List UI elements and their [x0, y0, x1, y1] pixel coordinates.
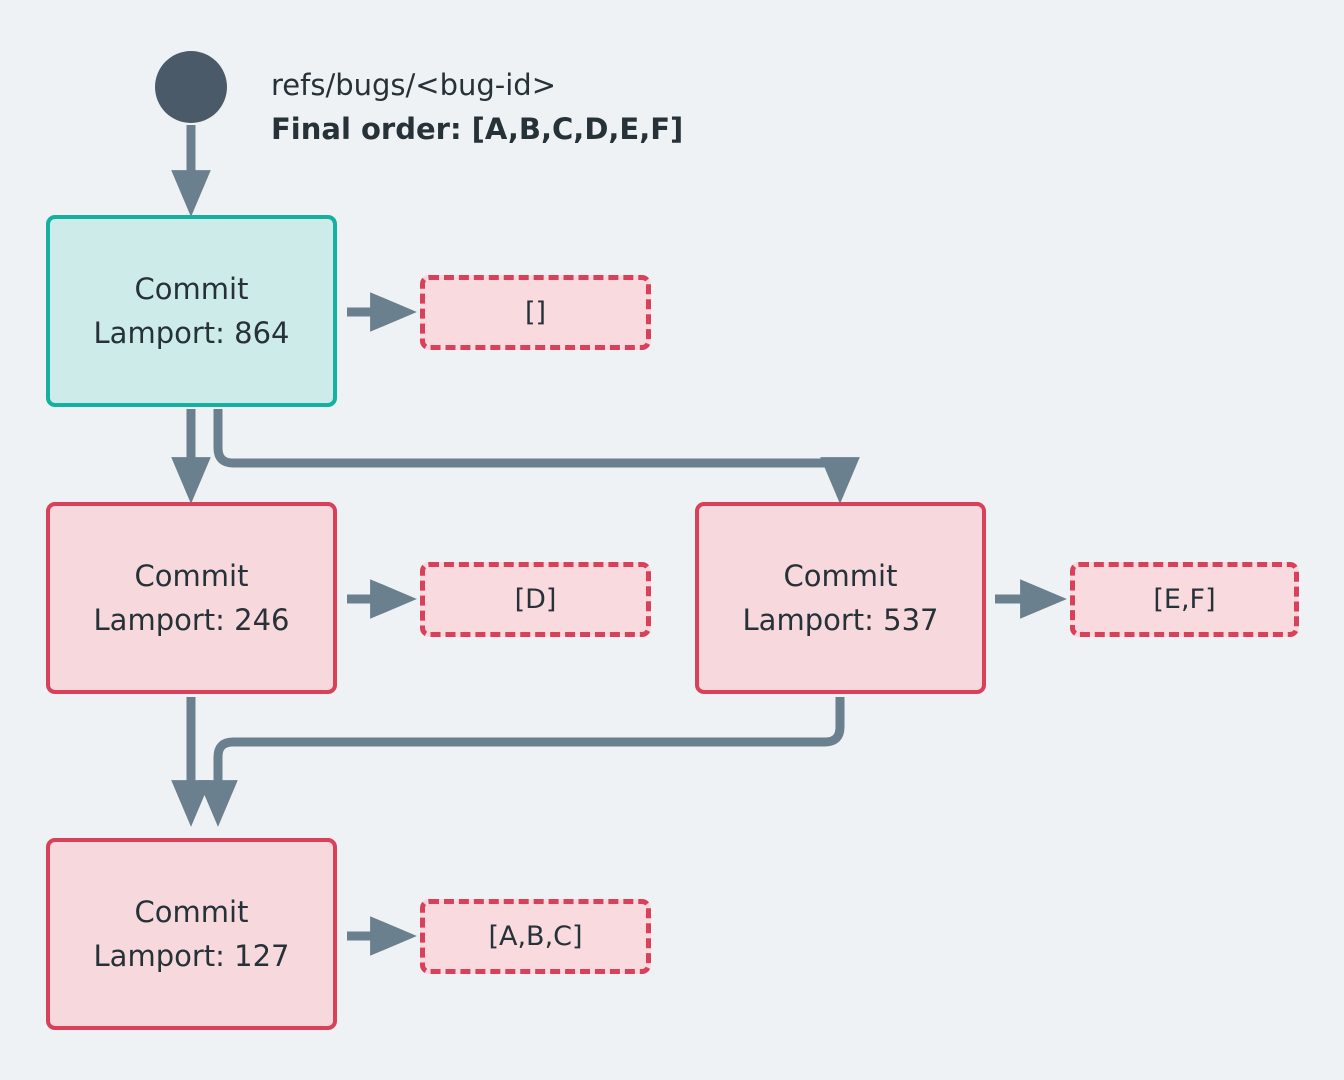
- payload-box-c246[interactable]: [D]: [420, 562, 651, 637]
- commit-title: Commit: [134, 895, 249, 929]
- commit-lamport: Lamport: 246: [93, 603, 290, 637]
- payload-box-head[interactable]: []: [420, 275, 651, 350]
- payload-box-c537[interactable]: [E,F]: [1070, 562, 1299, 637]
- commit-title: Commit: [783, 559, 898, 593]
- payload-text: []: [524, 296, 547, 328]
- payload-box-c127[interactable]: [A,B,C]: [420, 899, 651, 974]
- final-order-text: Final order: [A,B,C,D,E,F]: [271, 112, 684, 146]
- commit-node-head[interactable]: Commit Lamport: 864: [46, 215, 337, 407]
- commit-node-c537[interactable]: Commit Lamport: 537: [695, 502, 986, 694]
- edge-head-to-c537: [213, 409, 860, 504]
- commit-lamport: Lamport: 127: [93, 939, 290, 973]
- ref-label-block: refs/bugs/<bug-id> Final order: [A,B,C,D…: [271, 63, 683, 151]
- edge-c537-to-c127: [198, 697, 845, 827]
- commit-title: Commit: [134, 272, 249, 306]
- commit-node-c246[interactable]: Commit Lamport: 246: [46, 502, 337, 694]
- payload-text: [E,F]: [1153, 583, 1216, 615]
- commit-title: Commit: [134, 559, 249, 593]
- commit-lamport: Lamport: 537: [742, 603, 939, 637]
- ref-path-text: refs/bugs/<bug-id>: [271, 68, 557, 102]
- start-dot: [155, 51, 227, 123]
- payload-text: [A,B,C]: [488, 920, 583, 952]
- commit-lamport: Lamport: 864: [93, 316, 290, 350]
- payload-text: [D]: [514, 583, 557, 615]
- commit-node-c127[interactable]: Commit Lamport: 127: [46, 838, 337, 1030]
